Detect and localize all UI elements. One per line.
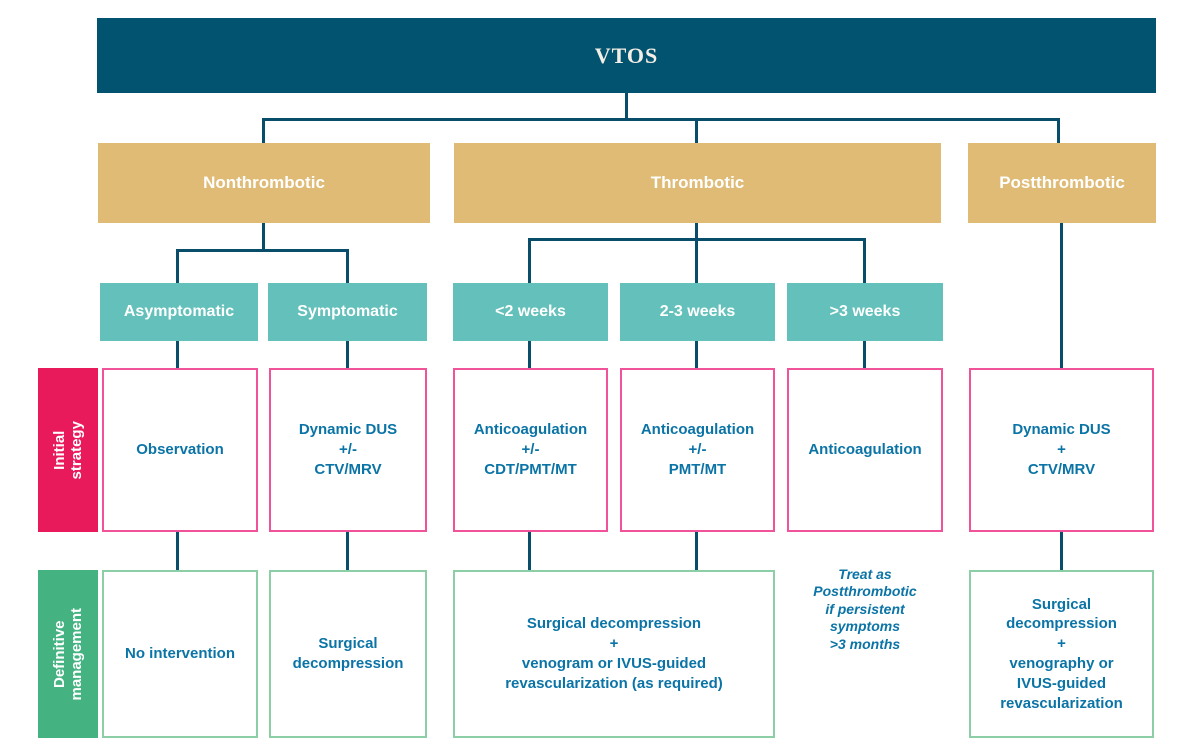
box-text: Surgical decompression + venogram or IVU… bbox=[505, 615, 723, 692]
branch-label: Thrombotic bbox=[650, 173, 745, 192]
branch-postthrombotic: Postthrombotic bbox=[968, 143, 1156, 223]
connector bbox=[695, 223, 698, 240]
connector bbox=[863, 341, 866, 368]
row-label-initial-strategy: Initial strategy bbox=[38, 368, 98, 532]
branch-label: Postthrombotic bbox=[999, 173, 1125, 192]
box-text: Surgical decompression bbox=[292, 635, 404, 672]
connector bbox=[346, 532, 349, 570]
subgroup-under-2-weeks: <2 weeks bbox=[453, 283, 608, 341]
box-text: Dynamic DUS + CTV/MRV bbox=[1012, 421, 1111, 478]
subgroup-symptomatic: Symptomatic bbox=[268, 283, 427, 341]
subgroup-label: <2 weeks bbox=[495, 303, 566, 320]
connector bbox=[863, 238, 866, 283]
connector bbox=[695, 532, 698, 570]
subgroup-label: Asymptomatic bbox=[123, 303, 235, 320]
box-text: Anticoagulation +/- CDT/PMT/MT bbox=[473, 421, 588, 478]
connector bbox=[1060, 223, 1063, 368]
box-text: Anticoagulation +/- PMT/MT bbox=[640, 421, 755, 478]
row-label-text: Definitive management bbox=[50, 607, 85, 701]
connector bbox=[695, 341, 698, 368]
definitive-surgical-decompression-venography: Surgical decompression + venography or I… bbox=[969, 570, 1154, 738]
connector bbox=[176, 249, 349, 252]
definitive-surgical-decompression-venogram: Surgical decompression + venogram or IVU… bbox=[453, 570, 775, 738]
root-node-vtos: VTOS bbox=[97, 18, 1156, 93]
connector bbox=[346, 249, 349, 283]
definitive-no-intervention: No intervention bbox=[102, 570, 258, 738]
row-label-text: Initial strategy bbox=[50, 420, 85, 480]
connector bbox=[695, 238, 698, 283]
connector bbox=[346, 341, 349, 368]
initial-strategy-dynamic-dus-plus-ctv-mrv: Dynamic DUS + CTV/MRV bbox=[969, 368, 1154, 532]
subgroup-label: >3 weeks bbox=[829, 303, 901, 320]
initial-strategy-anticoagulation: Anticoagulation bbox=[787, 368, 943, 532]
row-label-definitive-management: Definitive management bbox=[38, 570, 98, 738]
box-text: Surgical decompression + venography or I… bbox=[1000, 595, 1123, 712]
branch-label: Nonthrombotic bbox=[203, 173, 325, 192]
note-text: Treat as Postthrombotic if persistent sy… bbox=[813, 565, 917, 652]
subgroup-over-3-weeks: >3 weeks bbox=[787, 283, 943, 341]
connector bbox=[1060, 532, 1063, 570]
note-treat-as-postthrombotic: Treat as Postthrombotic if persistent sy… bbox=[800, 548, 930, 653]
connector bbox=[528, 238, 531, 283]
connector bbox=[695, 118, 698, 145]
branch-nonthrombotic: Nonthrombotic bbox=[98, 143, 430, 223]
connector bbox=[176, 249, 179, 283]
connector bbox=[625, 93, 628, 120]
connector bbox=[262, 118, 265, 145]
initial-strategy-observation: Observation bbox=[102, 368, 258, 532]
initial-strategy-anticoagulation-cdt-pmt-mt: Anticoagulation +/- CDT/PMT/MT bbox=[453, 368, 608, 532]
box-text: Dynamic DUS +/- CTV/MRV bbox=[298, 421, 398, 478]
initial-strategy-anticoagulation-pmt-mt: Anticoagulation +/- PMT/MT bbox=[620, 368, 775, 532]
subgroup-label: 2-3 weeks bbox=[659, 303, 736, 320]
subgroup-asymptomatic: Asymptomatic bbox=[100, 283, 258, 341]
root-title: VTOS bbox=[594, 42, 659, 68]
branch-thrombotic: Thrombotic bbox=[454, 143, 941, 223]
subgroup-2-3-weeks: 2-3 weeks bbox=[620, 283, 775, 341]
box-text: No intervention bbox=[124, 645, 235, 663]
definitive-surgical-decompression: Surgical decompression bbox=[269, 570, 427, 738]
connector bbox=[176, 341, 179, 368]
connector bbox=[528, 532, 531, 570]
connector bbox=[528, 341, 531, 368]
connector bbox=[262, 118, 1060, 121]
subgroup-label: Symptomatic bbox=[297, 303, 398, 320]
connector bbox=[262, 223, 265, 251]
connector bbox=[1057, 118, 1060, 145]
box-text: Observation bbox=[136, 441, 224, 459]
connector bbox=[176, 532, 179, 570]
initial-strategy-dynamic-dus-ctv-mrv: Dynamic DUS +/- CTV/MRV bbox=[269, 368, 427, 532]
box-text: Anticoagulation bbox=[808, 441, 922, 459]
